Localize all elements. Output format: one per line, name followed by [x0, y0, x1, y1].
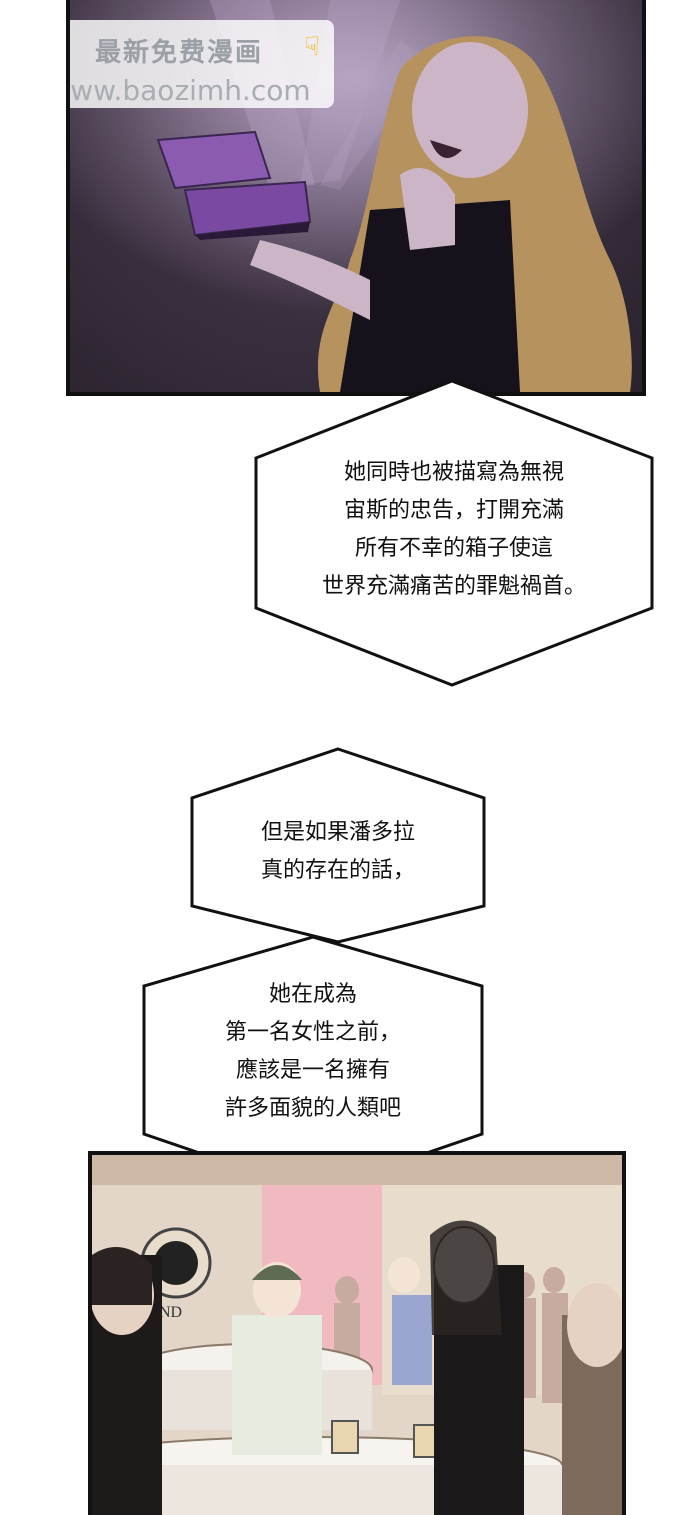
perfume-bottle — [331, 1420, 359, 1454]
bubble-2-text: 但是如果潘多拉 真的存在的話， — [188, 814, 488, 890]
mouth — [430, 140, 462, 158]
watermark-url: www.baozimh.com — [66, 74, 311, 107]
bubble-1-text: 她同時也被描寫為無視 宙斯的忠告，打開充滿 所有不幸的箱子使這 世界充滿痛苦的罪… — [252, 454, 656, 606]
person-green-hat — [232, 1315, 322, 1455]
speech-bubble-2: 但是如果潘多拉 真的存在的話， — [188, 746, 488, 946]
comic-panel-top: ☟ 最新免费漫画 ☟ www.baozimh.com — [66, 0, 646, 396]
bubble-line: 但是如果潘多拉 — [260, 820, 415, 845]
arm — [250, 240, 370, 320]
pointing-down-hand-icon: ☟ — [304, 32, 320, 62]
dress — [340, 200, 520, 392]
bubble-line: 真的存在的話， — [260, 858, 415, 883]
person-blue — [392, 1295, 432, 1385]
panel-bottom-illustration: PAND — [92, 1155, 622, 1515]
speech-bubble-3: 她在成為 第一名女性之前， 應該是一名擁有 許多面貌的人類吧 — [140, 934, 486, 1196]
comic-panel-bottom: PAND — [88, 1151, 626, 1515]
bubble-3-text: 她在成為 第一名女性之前， 應該是一名擁有 許多面貌的人類吧 — [140, 976, 486, 1128]
box-lid — [156, 130, 272, 190]
bubble-line: 她在成為 — [268, 982, 357, 1007]
bubble-line: 第一名女性之前， — [224, 1020, 401, 1045]
speech-bubble-1: 她同時也被描寫為無視 宙斯的忠告，打開充滿 所有不幸的箱子使這 世界充滿痛苦的罪… — [252, 378, 656, 688]
watermark-title: 最新免费漫画 — [94, 38, 263, 68]
bubble-shape — [254, 379, 654, 687]
hand — [400, 167, 455, 250]
bubble-line: 所有不幸的箱子使這 — [354, 536, 553, 561]
bubble-line: 她同時也被描寫為無視 — [343, 460, 564, 485]
bubble-shape — [190, 747, 486, 944]
watermark: ☟ 最新免费漫画 ☟ www.baozimh.com — [66, 20, 334, 108]
bubble-line: 宙斯的忠告，打開充滿 — [343, 498, 564, 523]
panel-top-illustration — [70, 0, 642, 392]
bubble-line: 許多面貌的人類吧 — [224, 1096, 401, 1121]
bubble-line: 應該是一名擁有 — [235, 1058, 390, 1083]
bubble-line: 世界充滿痛苦的罪魁禍首。 — [321, 574, 586, 599]
box-bottom — [195, 222, 310, 240]
face — [412, 42, 528, 178]
